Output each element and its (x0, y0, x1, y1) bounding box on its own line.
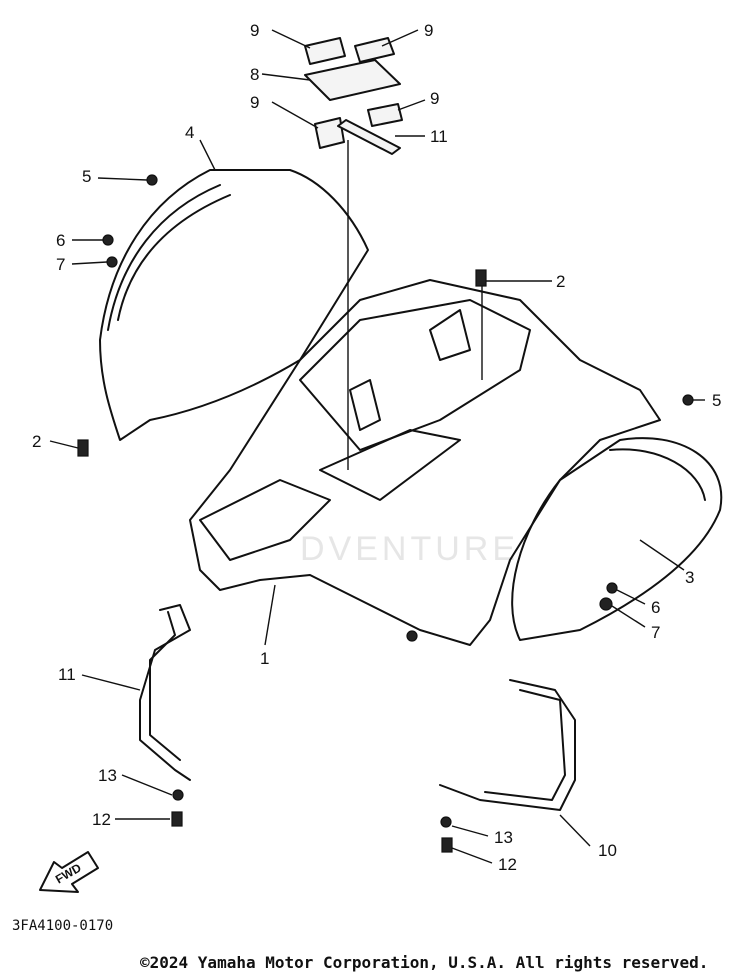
callout-8: 8 (250, 65, 259, 84)
left-flap-4 (99, 169, 369, 441)
nut-7-right (599, 597, 613, 611)
callout-12: 12 (498, 855, 517, 874)
callout-10: 10 (598, 841, 617, 860)
hardware-group (77, 174, 694, 853)
callout-6: 6 (56, 231, 65, 250)
right-flap-3 (511, 437, 723, 641)
callout-5: 5 (82, 167, 91, 186)
bolt-bottom (406, 630, 418, 642)
callout-5: 5 (712, 391, 721, 410)
callout-7: 7 (651, 623, 660, 642)
bolt-5-right (682, 394, 694, 406)
callout-9: 9 (430, 89, 439, 108)
bolt-12-left (171, 811, 183, 827)
callout-11: 11 (58, 665, 76, 684)
pad-9-top-right (354, 37, 395, 63)
callout-1: 1 (260, 649, 269, 668)
callout-9: 9 (250, 21, 259, 40)
callout-13: 13 (98, 766, 117, 785)
callout-2: 2 (556, 272, 565, 291)
pad-8 (304, 59, 401, 101)
strip-11 (337, 119, 401, 155)
seal-pads-group (304, 37, 403, 155)
nut-7-left (106, 256, 118, 268)
callout-12: 12 (92, 810, 111, 829)
bolt-12-right (441, 837, 453, 853)
callouts: 9 9 8 9 9 11 4 5 6 7 2 2 5 3 6 7 1 11 10… (32, 21, 721, 874)
callout-9: 9 (250, 93, 259, 112)
pad-9-lower-left (314, 117, 345, 149)
watermark-text: DVENTURE (300, 530, 519, 568)
washer-6-right (606, 582, 618, 594)
callout-6: 6 (651, 598, 660, 617)
washer-13-right (440, 816, 452, 828)
washer-6-left (102, 234, 114, 246)
grab-bar-11 (139, 604, 191, 781)
pad-9-lower-right (367, 103, 403, 127)
bolt-5-left (146, 174, 158, 186)
grab-bar-10 (439, 679, 576, 811)
rear-fender-1 (189, 279, 661, 646)
bolt-2-right (475, 269, 487, 287)
callout-11: 11 (430, 127, 448, 146)
diagram-code: 3FA4100-0170 (12, 918, 114, 934)
callout-4: 4 (185, 123, 194, 142)
callout-13: 13 (494, 828, 513, 847)
leader-lines (49, 29, 705, 864)
fwd-arrow-icon: FWD (39, 851, 99, 893)
callout-2: 2 (32, 432, 41, 451)
callout-9: 9 (424, 21, 433, 40)
copyright-notice: ©2024 Yamaha Motor Corporation, U.S.A. A… (140, 953, 709, 972)
callout-7: 7 (56, 255, 65, 274)
bolt-2-left (77, 439, 89, 457)
pad-9-top-left (304, 37, 346, 65)
callout-3: 3 (685, 568, 694, 587)
washer-13-left (172, 789, 184, 801)
